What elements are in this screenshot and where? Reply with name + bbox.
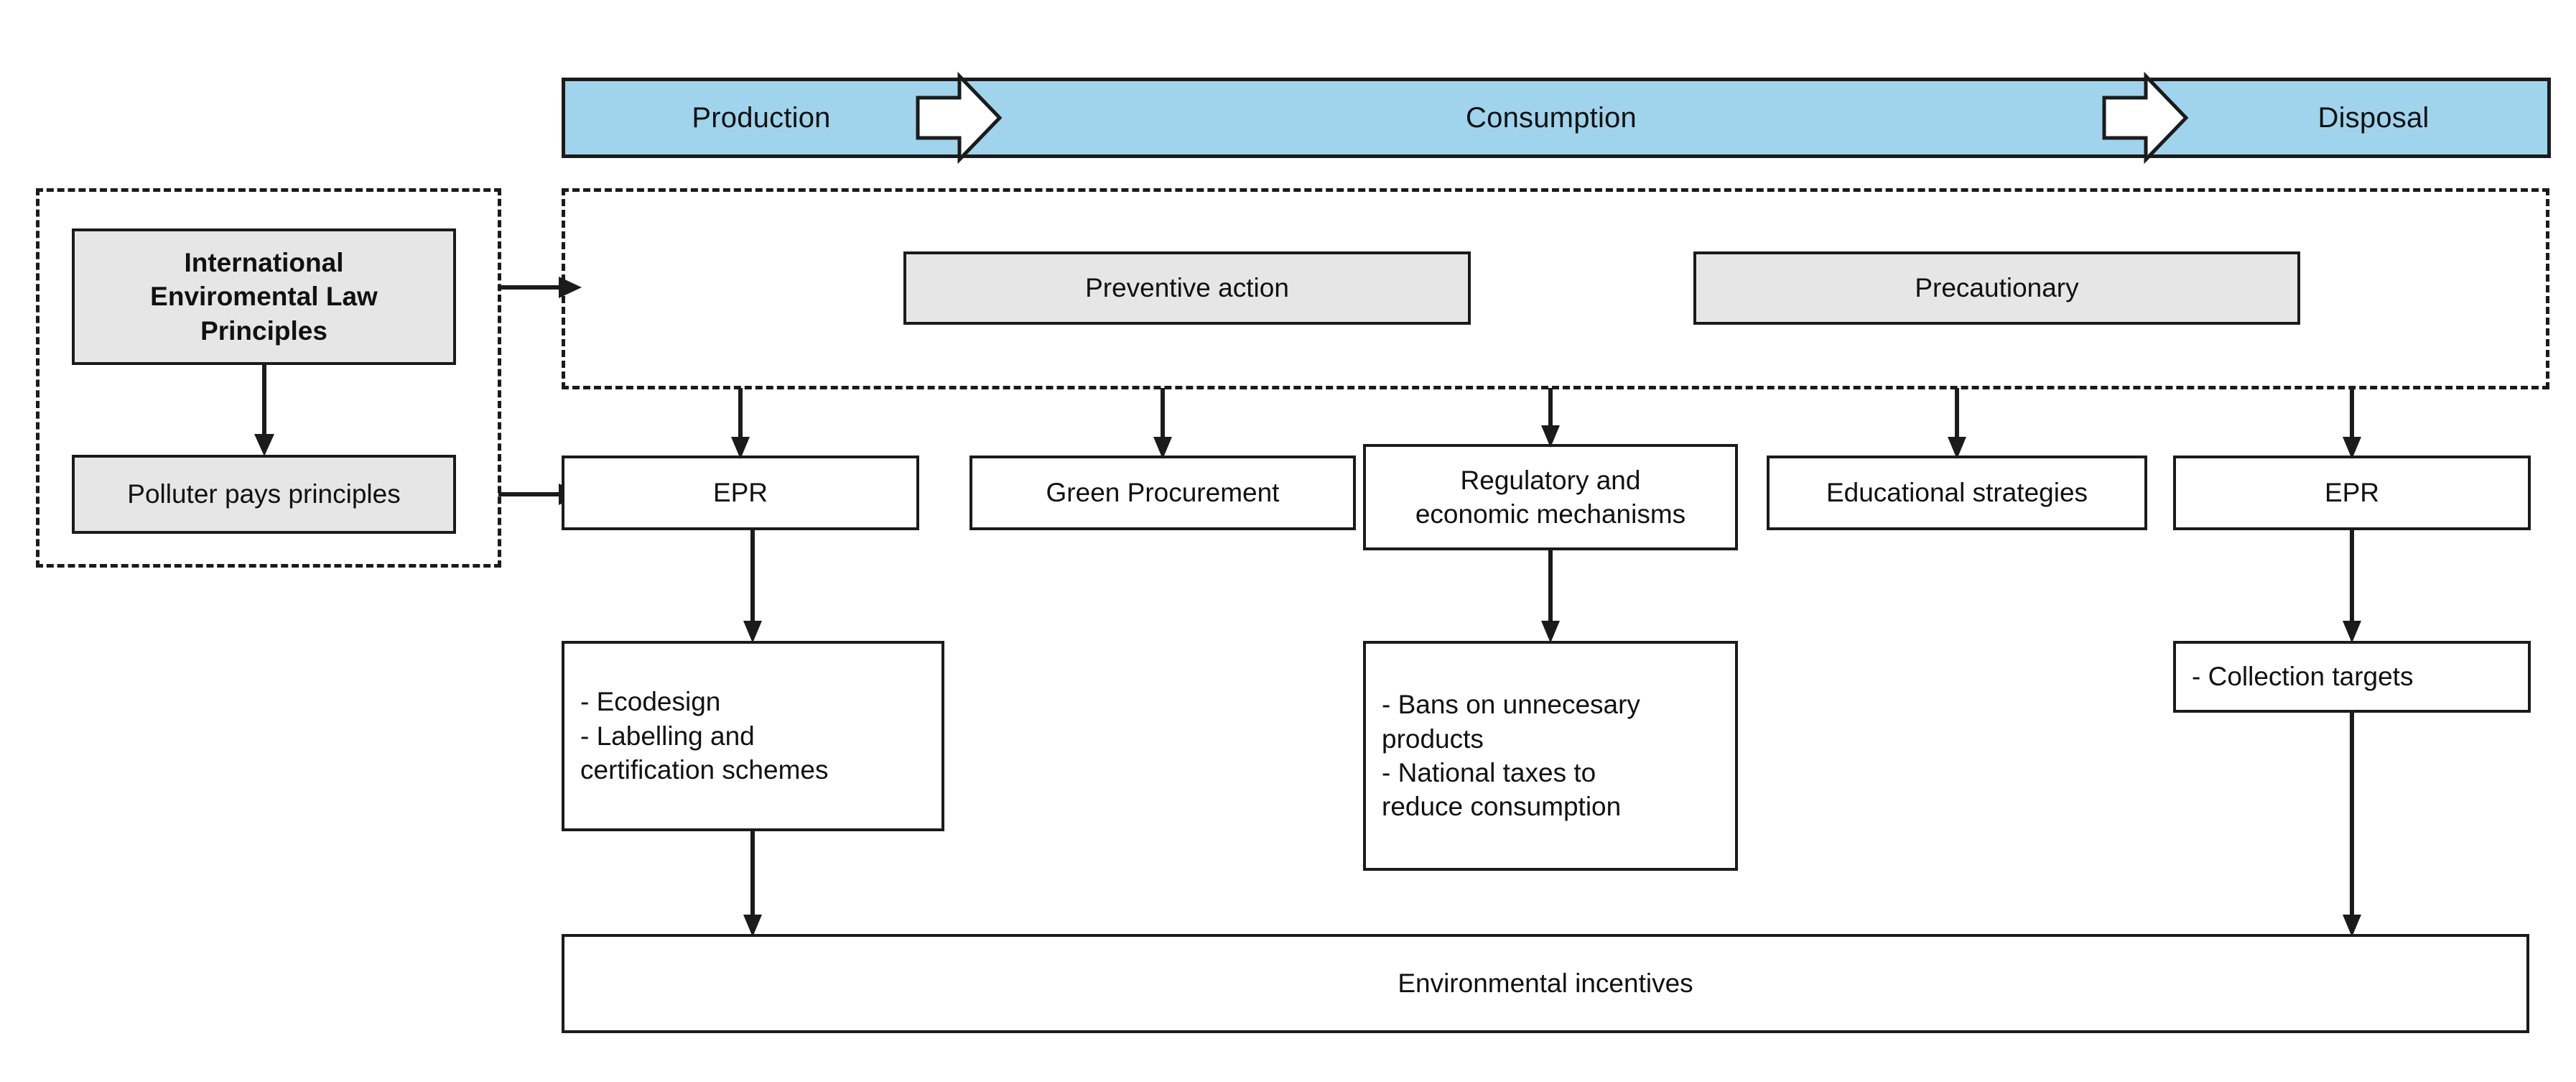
connector-applied-to-educational [1943,388,1971,460]
connector-ecodesign-to-incentives [738,830,767,938]
international-environmental-law-principles-label: International Enviromental Law Principle… [150,247,378,346]
banner-stage-production-label: Production [692,101,831,134]
block-arrow-right-icon [916,71,1003,165]
preventive-action-box[interactable]: Preventive action [903,251,1471,325]
international-principles-group [36,188,501,568]
banner-stage-consumption-label: Consumption [1466,101,1637,134]
international-environmental-law-principles-box[interactable]: International Enviromental Law Principle… [72,228,456,365]
block-arrow-right-icon [2102,71,2189,165]
educational-strategies-label: Educational strategies [1826,478,2088,508]
arrow-consumption-to-disposal [2090,69,2192,167]
ecodesign-labelling-label: - Ecodesign - Labelling and certificatio… [580,687,829,785]
polluter-pays-principles-label: Polluter pays principles [127,479,401,509]
environmental-incentives-label: Environmental incentives [1398,968,1693,999]
applied-principles-group [562,188,2549,389]
epr-disposal-label: EPR [2324,478,2380,508]
regulatory-and-economic-label: Regulatory and economic mechanisms [1415,465,1686,529]
banner-stage-production: Production [567,78,955,158]
connector-applied-to-regulatory [1536,388,1565,448]
bans-and-taxes-box[interactable]: - Bans on unnecesary products - National… [1363,641,1738,871]
connector-collection-targets-to-incentives [2338,711,2366,938]
regulatory-and-economic-box[interactable]: Regulatory and economic mechanisms [1363,444,1738,550]
ecodesign-labelling-box[interactable]: - Ecodesign - Labelling and certificatio… [562,641,944,831]
polluter-pays-principles-box[interactable]: Polluter pays principles [72,455,456,534]
epr-production-label: EPR [712,478,768,508]
epr-production-box[interactable]: EPR [562,456,919,530]
collection-targets-box[interactable]: - Collection targets [2173,641,2531,713]
bans-and-taxes-label: - Bans on unnecesary products - National… [1382,690,1640,822]
connector-regulatory-to-bans [1536,549,1565,644]
banner-stage-disposal-label: Disposal [2317,101,2429,134]
banner-stage-disposal: Disposal [2205,78,2542,158]
collection-targets-label: - Collection targets [2192,662,2414,692]
connector-applied-to-epr-production [726,388,755,460]
educational-strategies-box[interactable]: Educational strategies [1767,456,2147,530]
green-procurement-box[interactable]: Green Procurement [970,456,1356,530]
banner-stage-consumption: Consumption [1005,78,2097,158]
connector-epr-production-to-ecodesign [738,529,767,644]
green-procurement-label: Green Procurement [1046,478,1280,508]
precautionary-label: Precautionary [1915,273,2079,303]
product-lifecycle-banner [562,78,2551,158]
connector-epr-disposal-to-collection-targets [2338,529,2366,644]
preventive-action-label: Preventive action [1085,273,1289,303]
connector-applied-to-green-procurement [1148,388,1177,460]
connector-applied-to-epr-disposal [2338,388,2366,460]
environmental-incentives-box[interactable]: Environmental incentives [562,934,2529,1033]
arrow-production-to-consumption [903,69,1005,167]
epr-disposal-box[interactable]: EPR [2173,456,2531,530]
precautionary-box[interactable]: Precautionary [1693,251,2300,325]
